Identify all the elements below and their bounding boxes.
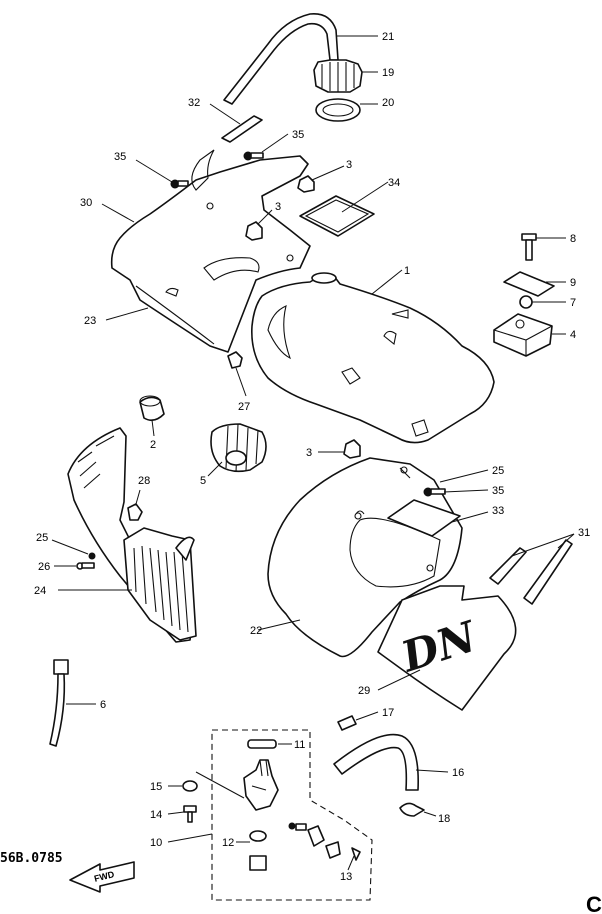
- callout-35-top: 35: [292, 129, 304, 141]
- callout-12: 12: [222, 837, 234, 849]
- callout-20: 20: [382, 97, 394, 109]
- plate-part-9: 9: [503, 271, 576, 297]
- callout-19: 19: [382, 67, 394, 79]
- fuel-cock-group: 11 12 13 10: [150, 729, 373, 901]
- damper-block-part-4: 4: [493, 313, 576, 357]
- callout-26: 26: [38, 561, 50, 573]
- diagram-code: 56B.0785: [0, 851, 63, 866]
- washer-part-15: 15: [150, 771, 245, 799]
- callout-2: 2: [150, 439, 156, 451]
- callout-8: 8: [570, 233, 576, 245]
- callout-22: 22: [250, 625, 262, 637]
- callout-33: 33: [492, 505, 504, 517]
- callout-34: 34: [388, 177, 400, 189]
- pad-part-34: 34: [299, 177, 400, 237]
- callout-7: 7: [570, 297, 576, 309]
- callout-17: 17: [382, 707, 394, 719]
- clip-part-3-lower: 3: [306, 439, 361, 459]
- callout-4: 4: [570, 329, 576, 341]
- callout-29: 29: [358, 685, 370, 697]
- callout-30: 30: [80, 197, 92, 209]
- callout-21: 21: [382, 31, 394, 43]
- callout-11: 11: [294, 739, 305, 751]
- corner-letter: C: [586, 892, 602, 914]
- pad-part-33: 33: [387, 499, 504, 537]
- callout-27: 27: [238, 401, 250, 413]
- callout-24: 24: [34, 585, 46, 597]
- grommet-part-27: 27: [227, 351, 250, 413]
- callout-16: 16: [452, 767, 464, 779]
- graphic-stripes-part-31: 31: [489, 527, 590, 605]
- callout-3-top: 3: [346, 159, 352, 171]
- callout-14: 14: [150, 809, 162, 821]
- callout-18: 18: [438, 813, 450, 825]
- callout-23: 23: [84, 315, 96, 327]
- callout-1: 1: [404, 265, 410, 277]
- screw-part-35-upper: 35: [243, 129, 304, 161]
- fuel-hose-part-16: 16: [333, 733, 464, 791]
- callout-35-left: 35: [114, 151, 126, 163]
- callout-3-mid: 3: [275, 201, 281, 213]
- left-side-cover-part-30: 30 23: [80, 149, 311, 353]
- callout-32: 32: [188, 97, 200, 109]
- collar-part-7: 7: [519, 295, 576, 309]
- tie-strap-part-6: 6: [49, 659, 106, 747]
- callout-6: 6: [100, 699, 106, 711]
- cap-part-2: 2: [139, 395, 165, 451]
- clip-part-3-top: 3: [297, 159, 352, 193]
- hose-band-part-5: 5: [200, 423, 267, 487]
- callout-35-right: 35: [492, 485, 504, 497]
- bolt-part-25-left: 25: [36, 532, 96, 560]
- fuel-tank-part-1: 1: [251, 265, 495, 444]
- callout-5: 5: [200, 475, 206, 487]
- clamp-part-17: 17: [337, 707, 394, 731]
- clip-part-3-mid: 3: [245, 201, 281, 241]
- callout-3-lower: 3: [306, 447, 312, 459]
- breather-hose-part-21: 21: [223, 13, 394, 105]
- callout-13: 13: [340, 871, 352, 883]
- fwd-label: FWD: [93, 869, 116, 884]
- screw-part-14: 14: [150, 805, 197, 823]
- cap-gasket-part-20: 20: [315, 97, 394, 122]
- callout-15: 15: [150, 781, 162, 793]
- grommet-part-28: 28: [127, 475, 150, 521]
- hose-clip-part-18: 18: [399, 802, 450, 825]
- decal-part-29: DN 29: [358, 585, 517, 711]
- callout-25-right: 25: [492, 465, 504, 477]
- fuel-cap-part-19: 19: [313, 59, 394, 93]
- screw-part-35-left: 35: [114, 151, 189, 189]
- callout-9: 9: [570, 277, 576, 289]
- radiator-guard-part-24: 24: [34, 427, 197, 643]
- callout-31: 31: [578, 527, 590, 539]
- callout-10: 10: [150, 837, 162, 849]
- washer-part-26: 26: [38, 561, 95, 573]
- bolt-part-8: 8: [521, 233, 576, 261]
- fwd-arrow-icon: FWD: [69, 861, 135, 893]
- damper-strip-part-32: 32: [188, 97, 263, 143]
- screw-part-35-right: 35 25: [423, 465, 504, 497]
- callout-28: 28: [138, 475, 150, 487]
- callout-25-left: 25: [36, 532, 48, 544]
